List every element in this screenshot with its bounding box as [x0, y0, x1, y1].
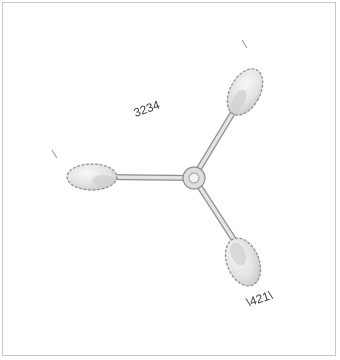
hub	[182, 166, 206, 190]
arm-bottom	[191, 175, 241, 249]
blade-top	[226, 68, 264, 116]
blade-bottom	[224, 237, 262, 287]
tick-mark-top	[241, 39, 248, 49]
arm-left	[105, 174, 197, 181]
tick-mark-left	[51, 149, 58, 159]
blade-left	[66, 163, 118, 191]
label-421: \421\	[245, 288, 275, 310]
label-3234: 3234	[132, 98, 162, 120]
